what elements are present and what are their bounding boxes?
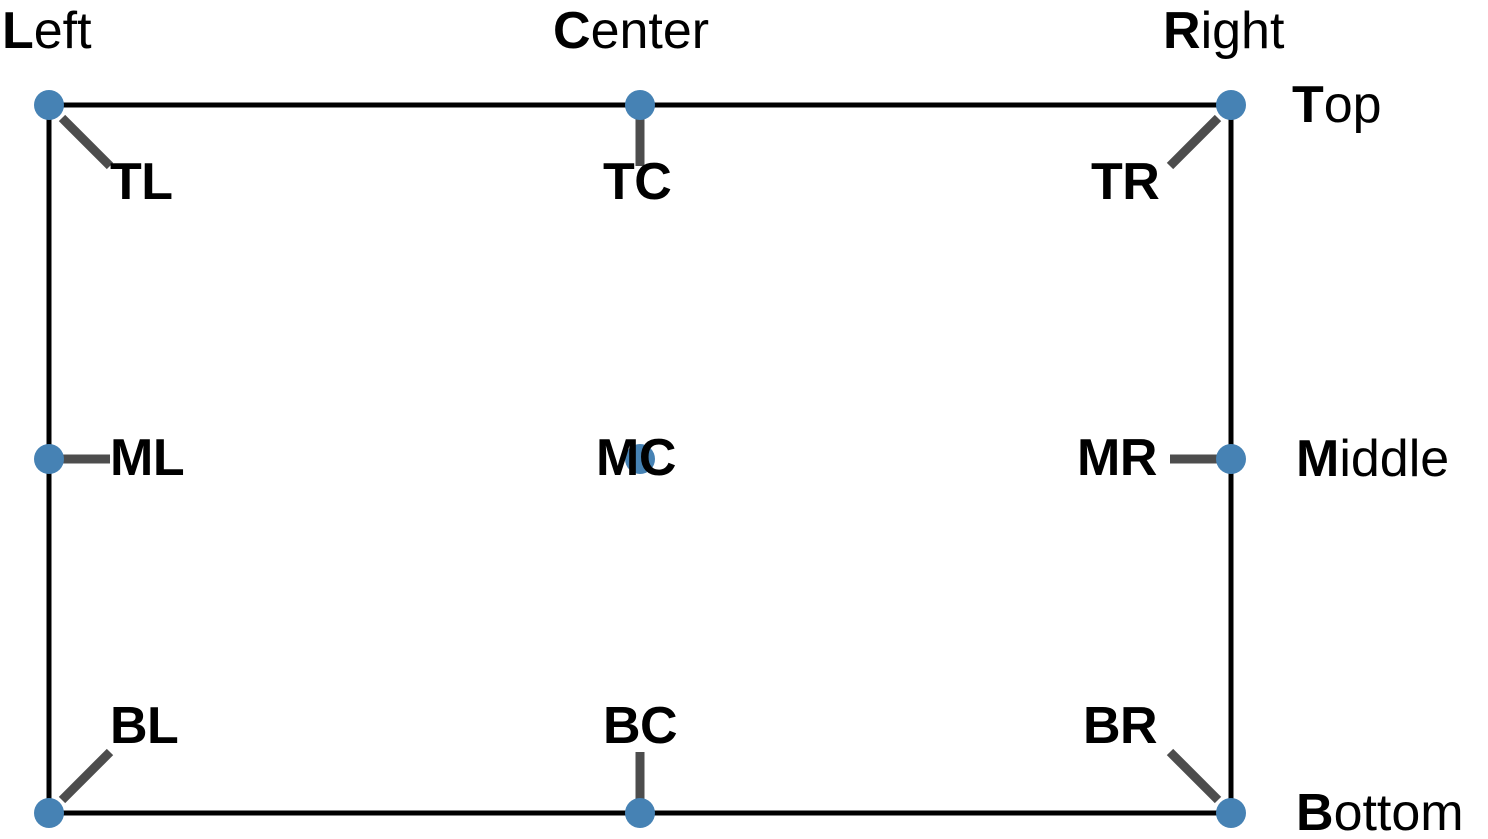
column-header-right-initial: R [1163,2,1201,60]
leader-line-bl [58,748,114,804]
anchor-marker-br[interactable] [1216,798,1246,828]
row-header-middle-rest: iddle [1339,430,1450,488]
anchor-marker-bl[interactable] [34,798,64,828]
anchor-marker-tl[interactable] [34,90,64,120]
row-header-top-initial: T [1292,76,1324,134]
anchor-markers [34,90,1246,828]
row-header-top: Top [1292,79,1382,131]
leader-lines [58,114,1222,804]
anchor-label-mc: MC [596,429,676,487]
anchor-label-tr: TR [1091,153,1160,211]
leader-line-tl [58,114,114,170]
column-header-center-initial: C [553,2,591,60]
anchor-label-mr: MR [1077,429,1157,487]
column-header-left-initial: L [2,2,34,60]
column-header-left: Left [2,5,92,57]
column-header-center: Center [553,5,709,57]
column-header-left-rest: eft [33,2,92,60]
anchor-marker-tc[interactable] [625,90,655,120]
row-header-middle: Middle [1296,433,1449,485]
row-header-middle-initial: M [1296,430,1340,488]
anchor-label-bl: BL [110,697,179,755]
column-header-right-rest: ight [1200,2,1285,60]
anchor-marker-tr[interactable] [1216,90,1246,120]
anchor-label-tc: TC [603,153,672,211]
anchor-marker-mr[interactable] [1216,444,1246,474]
column-header-center-rest: enter [590,2,710,60]
row-header-bottom-rest: ottom [1333,784,1464,839]
anchor-label-br: BR [1083,697,1158,755]
leader-line-br [1166,748,1222,804]
row-header-top-rest: op [1323,76,1382,134]
row-header-bottom: Bottom [1296,787,1464,839]
anchor-label-bc: BC [603,697,678,755]
anchor-marker-mc[interactable] [625,444,655,474]
anchor-marker-bc[interactable] [625,798,655,828]
anchor-label-ml: ML [110,429,185,487]
column-header-right: Right [1163,5,1284,57]
anchor-label-tl: TL [110,153,173,211]
row-header-bottom-initial: B [1296,784,1334,839]
leader-line-tr [1166,114,1222,170]
anchor-marker-ml[interactable] [34,444,64,474]
